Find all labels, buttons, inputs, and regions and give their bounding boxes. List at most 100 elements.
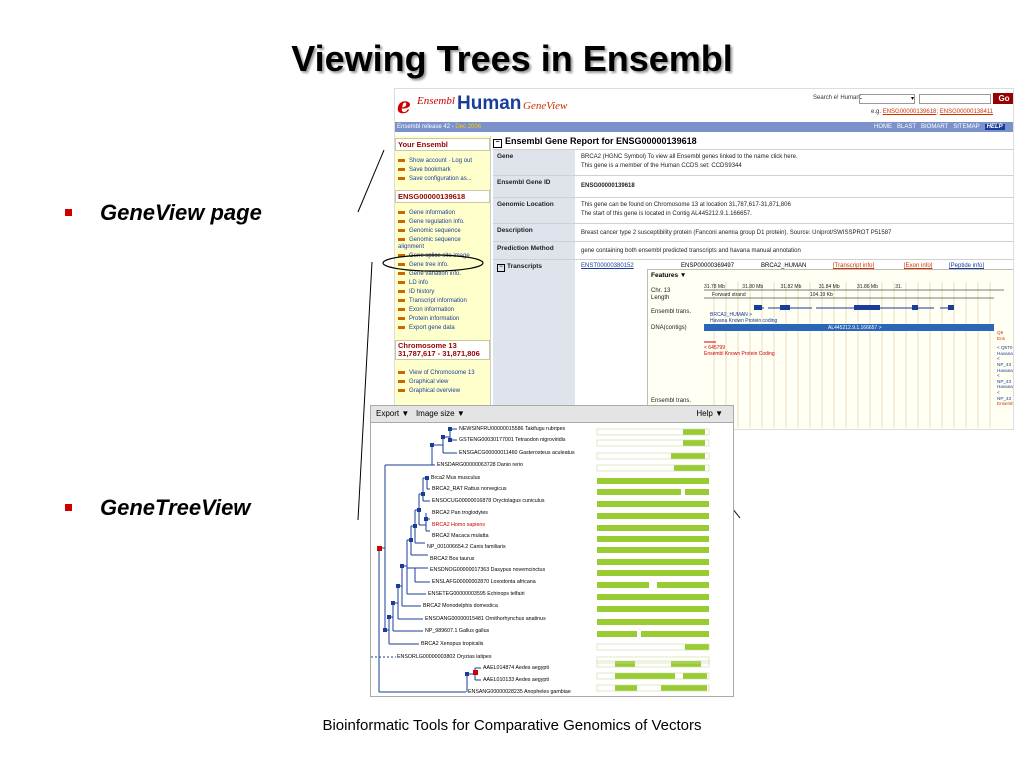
track-label-ensembl-trans-2: Ensembl trans. xyxy=(651,398,692,404)
tree-leaf[interactable]: NEWSINFRU00000015586 Takifugu rubripes xyxy=(459,426,566,432)
row-value: Breast cancer type 2 susceptibility prot… xyxy=(581,230,892,236)
sidebar-item-graphical-view[interactable]: Graphical view xyxy=(398,379,448,385)
sidebar-item-gene-variation[interactable]: Gene variation info. xyxy=(398,271,461,277)
track-label-length: Length xyxy=(651,295,670,301)
search-examples: e.g. ENSG00000139618; ENSG00000138411 xyxy=(871,109,994,115)
row-label: Genomic Location xyxy=(493,198,575,224)
sidebar-item-genomic-sequence[interactable]: Genomic sequence xyxy=(398,228,461,234)
example-link-1[interactable]: ENSG00000139618 xyxy=(882,109,937,115)
export-menu[interactable]: Export ▼ xyxy=(376,409,410,418)
peptide-info-link[interactable]: [Peptide info] xyxy=(949,263,985,269)
sidebar-item-export-gene[interactable]: Export gene data xyxy=(398,325,455,331)
tree-leaf[interactable]: ENSORLG00000003802 Oryzias latipes xyxy=(397,654,492,660)
report-row-description: Description Breast cancer type 2 suscept… xyxy=(493,223,1013,242)
gene-report-title: −Ensembl Gene Report for ENSG00000139618 xyxy=(493,136,697,148)
nav-sitemap[interactable]: SITEMAP xyxy=(953,124,980,130)
nav-blast[interactable]: BLAST xyxy=(897,124,917,130)
tree-leaf[interactable]: ENSGACG00000011460 Gasterosteus aculeatu… xyxy=(459,450,575,456)
search-input[interactable] xyxy=(919,94,991,104)
tree-leaf[interactable]: NP_989607.1 Gallus gallus xyxy=(425,628,490,634)
sidebar-item-account[interactable]: Show account · Log out xyxy=(398,158,472,164)
tree-leaf[interactable]: GSTENG00030177001 Tetraodon nigroviridis xyxy=(459,437,566,443)
row-value: gene containing both ensembl predicted t… xyxy=(581,248,801,254)
track-label-chr: Chr. 13 xyxy=(651,288,671,294)
nav-home[interactable]: HOME xyxy=(874,124,892,130)
sidebar: Your Ensembl Show account · Log out Save… xyxy=(395,136,491,429)
tree-leaf[interactable]: BRCA2 Bos taurus xyxy=(430,556,475,562)
reverse-label: < 645799 xyxy=(704,345,725,351)
tree-leaf[interactable]: AAEL010133 Aedes aegypti xyxy=(483,677,549,683)
ensembl-wordmark: Ensembl xyxy=(417,95,455,107)
features-menu[interactable]: Features ▼ xyxy=(651,272,687,279)
tree-leaf[interactable]: ENSANG00000028235 Anopheles gambiae xyxy=(468,689,571,695)
sidebar-heading-your-ensembl: Your Ensembl xyxy=(395,138,490,151)
sidebar-item-save-bookmark[interactable]: Save bookmark xyxy=(398,167,451,173)
search-label: Search e! Human: xyxy=(813,95,862,101)
bullet-text: GeneView page xyxy=(100,200,262,225)
length-label: 104.19 Kb xyxy=(810,292,833,298)
tree-leaf[interactable]: BRCA2 Monodelphis domestica xyxy=(423,603,498,609)
image-size-menu[interactable]: Image size ▼ xyxy=(415,409,465,418)
tree-leaf[interactable]: BRCA2 Xenopus tropicalis xyxy=(421,641,484,647)
tree-leaf[interactable]: ENSOANG00000015481 Ornithorhynchus anati… xyxy=(425,616,546,622)
gene-tree-graphic xyxy=(371,427,710,693)
sidebar-item-transcript-info[interactable]: Transcript information xyxy=(398,298,467,304)
tree-leaf[interactable]: ENSOCUG00000016878 Oryctolagus cuniculus xyxy=(432,498,545,504)
tree-leaf[interactable]: BRCA2 Pan troglodytes xyxy=(432,510,488,516)
axis-ticks: 31.78 Mb 31.80 Mb 31.82 Mb 31.84 Mb 31.8… xyxy=(704,284,903,290)
search-go-button[interactable]: Go xyxy=(993,93,1013,104)
transcript-track-sublabel: Havana Known Protein coding xyxy=(710,318,778,324)
sidebar-item-ld-info[interactable]: LD info xyxy=(398,280,428,286)
strand-label: Forward strand xyxy=(712,292,746,298)
sidebar-item-protein-info[interactable]: Protein information xyxy=(398,316,459,322)
peptide-id: ENSP00000369497 xyxy=(681,263,735,269)
geneview-screenshot: e Ensembl Human GeneView Search e! Human… xyxy=(394,88,1014,430)
tree-leaf[interactable]: Brca2 Mus musculus xyxy=(431,475,481,481)
sidebar-item-graphical-overview[interactable]: Graphical overview xyxy=(398,388,460,394)
sidebar-item-gene-info[interactable]: Gene information xyxy=(398,210,455,216)
transcript-info-link[interactable]: [Transcript info] xyxy=(833,263,875,269)
report-row-prediction: Prediction Method gene containing both e… xyxy=(493,241,1013,260)
sidebar-item-save-config[interactable]: Save configuration as... xyxy=(398,176,472,182)
exon-info-link[interactable]: [Exon info] xyxy=(904,263,933,269)
sidebar-item-exon-info[interactable]: Exon information xyxy=(398,307,454,313)
collapse-icon[interactable]: − xyxy=(493,139,502,148)
sidebar-item-id-history[interactable]: ID history xyxy=(398,289,434,295)
tree-leaf[interactable]: ENSLAFG00000002870 Loxodonta africana xyxy=(432,579,536,585)
contig-label[interactable]: AL445212.9.1.166657 > xyxy=(828,325,882,331)
collapse-icon[interactable]: − xyxy=(497,264,505,272)
row-label: Ensembl Gene ID xyxy=(493,176,575,198)
sidebar-item-genomic-alignment[interactable]: Genomic sequence alignment xyxy=(398,237,486,251)
example-link-2[interactable]: ENSG00000138411 xyxy=(939,109,994,115)
search-species-select[interactable]: -▾ xyxy=(859,94,915,104)
nav-help[interactable]: HELP xyxy=(984,124,1005,130)
genetreeview-screenshot: Export ▼ Image size ▼ Help ▼ xyxy=(370,405,734,697)
tree-leaf[interactable]: ENSDARG00000063728 Danio rerio xyxy=(437,462,523,468)
sidebar-item-gene-tree[interactable]: Gene tree info. xyxy=(398,262,449,268)
tree-leaf[interactable]: BRCA2_RAT Rattus norvegicus xyxy=(432,486,507,492)
row-label: Description xyxy=(493,224,575,242)
transcript-link[interactable]: ENST00000380152 xyxy=(581,263,634,269)
tree-leaf[interactable]: AAEL014874 Aedes aegypti xyxy=(483,665,549,671)
row-value: ENSG00000139618 xyxy=(581,183,635,189)
transcript-track-label[interactable]: BRCA2_HUMAN > xyxy=(710,312,753,318)
tree-leaf[interactable]: NP_001006654.2 Canis familiaris xyxy=(427,544,506,550)
release-info: Ensembl release 42 - Dec 2006 xyxy=(397,124,482,130)
sidebar-item-splice-site[interactable]: Gene splice site image xyxy=(398,253,470,259)
tree-leaf-highlighted[interactable]: BRCA2 Homo sapiens xyxy=(432,522,485,528)
tree-leaf[interactable]: ENSETEG00000003595 Echinops telfairi xyxy=(428,591,525,597)
row-label: Gene xyxy=(493,150,575,176)
sidebar-item-view-chromosome[interactable]: View of Chromosome 13 xyxy=(398,370,475,376)
peptide-name: BRCA2_HUMAN xyxy=(761,263,807,269)
bullet-marker xyxy=(65,503,72,511)
top-nav: HOME BLAST BIOMART SITEMAP HELP xyxy=(874,122,1010,132)
tree-leaf[interactable]: BRCA2 Macaca mulatta xyxy=(432,533,489,539)
sidebar-item-gene-regulation[interactable]: Gene regulation info. xyxy=(398,219,465,225)
help-menu[interactable]: Help ▼ xyxy=(696,409,723,418)
ensembl-header: e Ensembl Human GeneView Search e! Human… xyxy=(395,89,1013,121)
report-row-genomic-location: Genomic Location This gene can be found … xyxy=(493,197,1013,224)
ensembl-logo[interactable]: e xyxy=(397,93,411,119)
tree-leaf[interactable]: ENSDNOG00000017363 Dasypus novemcinctus xyxy=(430,567,546,573)
nav-biomart[interactable]: BIOMART xyxy=(921,124,949,130)
bullet-genetreeview: GeneTreeView xyxy=(65,495,250,521)
